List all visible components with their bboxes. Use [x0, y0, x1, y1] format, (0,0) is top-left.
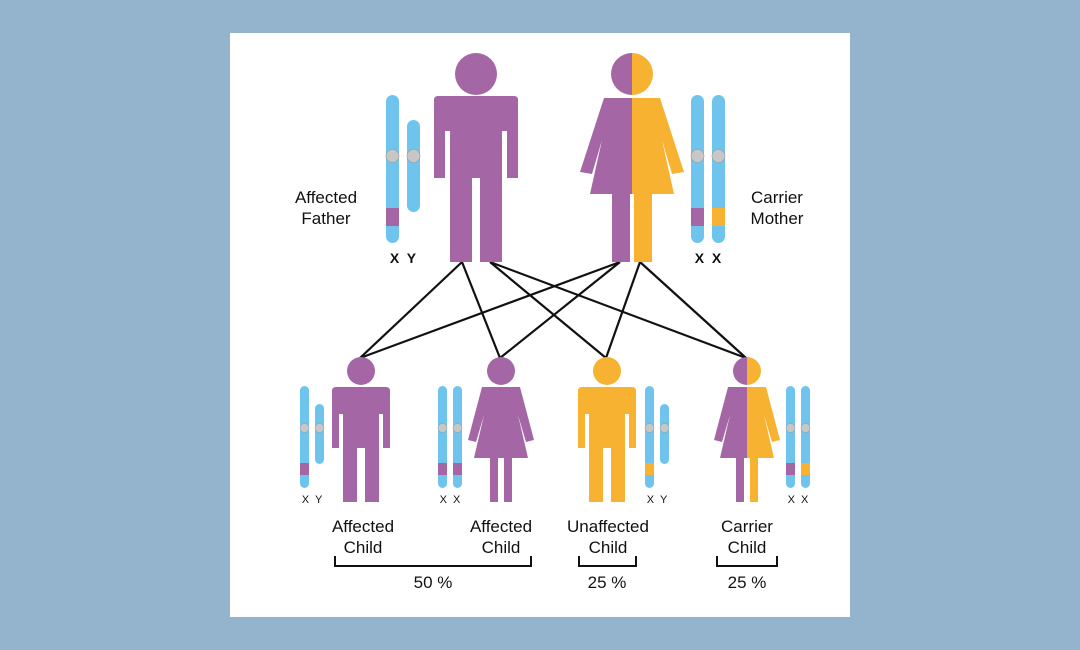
line-mother-child4	[639, 261, 747, 359]
child1-chromosome-y	[314, 404, 325, 464]
child1-chromosome-label: X Y	[301, 494, 323, 506]
child4-chromosome-label: X X	[787, 494, 809, 506]
bracket-50	[334, 556, 532, 567]
child3-label-line2: Child	[588, 538, 628, 557]
mother-chromosome-label: X X	[694, 250, 722, 266]
child2-label-line1: Affected	[469, 517, 533, 536]
child4-label-line1: Carrier	[721, 517, 773, 536]
child1-label-line1: Affected	[331, 517, 395, 536]
child1-chromosome-x	[299, 386, 310, 488]
mother-label-line2: Mother	[750, 209, 804, 228]
father-label-line1: Affected	[294, 188, 358, 207]
child4-chromosome-x1	[785, 386, 796, 488]
child4-chromosome-x2	[800, 386, 811, 488]
father-chromosome-x	[385, 95, 400, 243]
child2-label: Affected Child	[456, 516, 546, 558]
child3-figure	[578, 357, 636, 502]
probability-unaffected: 25 %	[587, 573, 627, 592]
father-chromosome-label: X Y	[389, 250, 417, 266]
child1-label-line2: Child	[343, 538, 383, 557]
bracket-25-carrier	[716, 556, 778, 567]
child2-chromosome-x1	[437, 386, 448, 488]
child2-figure	[468, 357, 534, 502]
line-mother-child1	[359, 260, 621, 360]
mother-figure	[580, 53, 684, 262]
child3-label-line1: Unaffected	[567, 517, 649, 536]
child3-chromosome-label: X Y	[646, 494, 668, 506]
child2-label-line2: Child	[481, 538, 521, 557]
line-mother-child2	[499, 261, 621, 359]
mother-label: Carrier Mother	[738, 187, 816, 229]
child2-chromosome-label: X X	[439, 494, 461, 506]
father-label: Affected Father	[284, 187, 368, 229]
child3-label: Unaffected Child	[558, 516, 658, 558]
mother-label-line1: Carrier	[751, 188, 803, 207]
probability-affected: 50 %	[413, 573, 453, 592]
bracket-25-unaffected	[578, 556, 637, 567]
line-mother-child3	[604, 261, 642, 359]
mother-chromosome-x1	[690, 95, 705, 243]
child3-chromosome-y	[659, 404, 670, 464]
child4-label-line2: Child	[727, 538, 767, 557]
probability-carrier: 25 %	[727, 573, 767, 592]
father-chromosome-y	[406, 120, 421, 212]
father-label-line2: Father	[301, 209, 351, 228]
mother-chromosome-x2	[711, 95, 726, 243]
child4-figure	[714, 357, 780, 502]
line-father-child4	[489, 260, 747, 360]
child3-chromosome-x	[644, 386, 655, 488]
child1-label: Affected Child	[318, 516, 408, 558]
child1-figure	[332, 357, 390, 502]
inheritance-lines	[359, 260, 747, 360]
line-father-child1	[359, 261, 463, 359]
line-father-child3	[489, 261, 607, 359]
father-figure	[434, 53, 518, 262]
child4-label: Carrier Child	[702, 516, 792, 558]
line-father-child2	[460, 261, 502, 359]
child2-chromosome-x2	[452, 386, 463, 488]
